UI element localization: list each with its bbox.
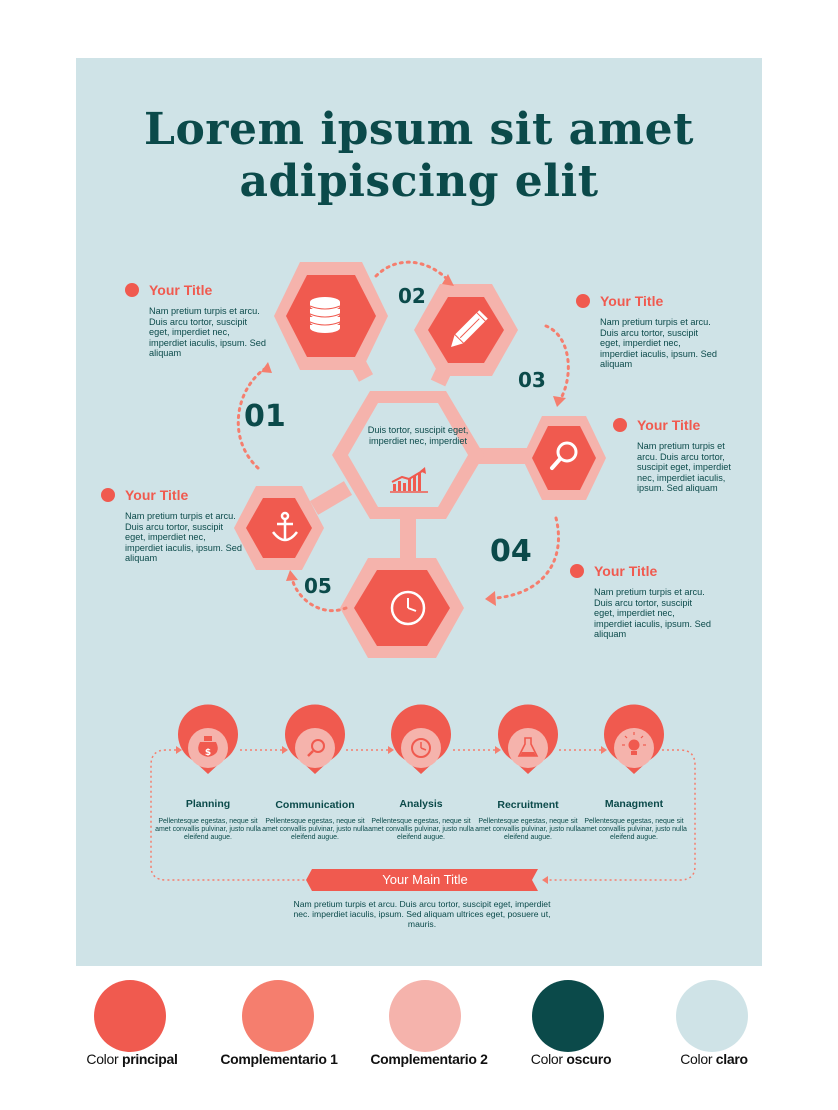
page-title-line-1: Lorem ipsum sit amet: [144, 104, 694, 155]
step-body-managment: Pellentesque egestas, neque sit amet con…: [581, 818, 687, 841]
lightbulb-icon: [622, 732, 646, 755]
step-body-analysis: Pellentesque egestas, neque sit amet con…: [368, 818, 474, 841]
step-title-managment: Managment: [604, 798, 664, 810]
center-hexagon: [332, 391, 484, 519]
callout-title-2: Your Title: [600, 293, 664, 309]
step-number-03: 03: [518, 368, 546, 392]
growth-chart-icon: [390, 467, 428, 493]
hexagon-04: [340, 558, 464, 658]
callout-title-4: Your Title: [594, 563, 658, 579]
flask-icon: [517, 737, 539, 757]
database-icon: [310, 297, 340, 333]
step-title-recruitment: Recruitment: [497, 799, 559, 811]
pin-5: [604, 704, 665, 774]
clock-icon: [390, 590, 426, 626]
hexagon-05: [234, 486, 324, 570]
callout-title-3: Your Title: [637, 417, 701, 433]
search-icon: [307, 739, 325, 757]
main-title-banner-shape: [306, 869, 538, 891]
callout-body-4: Nam pretium turpis et arcu. Duis arcu to…: [594, 587, 711, 640]
anchor-icon: [272, 511, 298, 542]
callout-dot: [101, 488, 115, 502]
database-icon-lines: [309, 305, 341, 326]
swatch-complementario-2: [389, 980, 461, 1052]
pin-2: [285, 704, 346, 774]
callout-dot: [576, 294, 590, 308]
swatch-label-oscuro: Color oscuro: [530, 1051, 612, 1067]
callout-title-5: Your Title: [125, 487, 189, 503]
callout-title-1: Your Title: [149, 282, 213, 298]
step-number-04: 04: [490, 534, 532, 569]
swatch-color-claro: [676, 980, 748, 1052]
step-body-planning: Pellentesque egestas, neque sit amet con…: [155, 818, 261, 841]
swatch-label-complementario-1: Complementario 1: [220, 1051, 338, 1067]
page-title-line-2: adipiscing elit: [239, 156, 599, 207]
step-title-planning: Planning: [185, 798, 231, 810]
svg-text:$: $: [205, 748, 211, 758]
step-body-communication: Pellentesque egestas, neque sit amet con…: [262, 818, 368, 841]
step-body-recruitment: Pellentesque egestas, neque sit amet con…: [475, 818, 581, 841]
swatch-complementario-1: [242, 980, 314, 1052]
callout-dot: [613, 418, 627, 432]
callout-body-5: Nam pretium turpis et arcu. Duis arcu to…: [125, 511, 242, 564]
swatch-color-oscuro: [532, 980, 604, 1052]
diagram-graphics: $: [150, 260, 696, 891]
main-title-banner: Your Main Title: [382, 872, 468, 887]
pencil-icon: [451, 310, 488, 347]
callout-dot: [570, 564, 584, 578]
callout-body-2: Nam pretium turpis et arcu. Duis arcu to…: [600, 317, 717, 370]
step-number-01: 01: [244, 399, 286, 434]
dotted-arrows: [236, 260, 570, 613]
step-number-05: 05: [304, 574, 332, 598]
swatch-color-principal: [94, 980, 166, 1052]
main-body-text: Nam pretium turpis et arcu. Duis arcu to…: [293, 899, 551, 929]
search-icon: [550, 441, 578, 470]
swatch-label-complementario-2: Complementario 2: [370, 1051, 488, 1067]
infographic-poster: $ Lorem ipsum sit amet adipiscin: [76, 58, 762, 966]
arrow-heads: [261, 274, 566, 606]
callout-dot: [125, 283, 139, 297]
step-title-communication: Communication: [275, 799, 355, 811]
swatch-label-claro: Color claro: [680, 1051, 748, 1067]
process-arrow-heads: [176, 746, 607, 884]
callout-body-3: Nam pretium turpis et arcu. Duis arcu to…: [637, 441, 731, 494]
money-bag-icon: $: [198, 736, 218, 758]
hexagon-03: [522, 416, 606, 500]
process-loop: [150, 749, 696, 881]
pin-4: [498, 704, 558, 774]
center-text: Duis tortor, suscipit eget, imperdiet ne…: [367, 425, 469, 446]
step-number-02: 02: [398, 284, 426, 308]
clock-icon: [411, 738, 431, 758]
callout-body-1: Nam pretium turpis et arcu. Duis arcu to…: [149, 306, 266, 359]
step-title-analysis: Analysis: [399, 798, 443, 810]
swatch-label-principal: Color principal: [86, 1051, 178, 1067]
